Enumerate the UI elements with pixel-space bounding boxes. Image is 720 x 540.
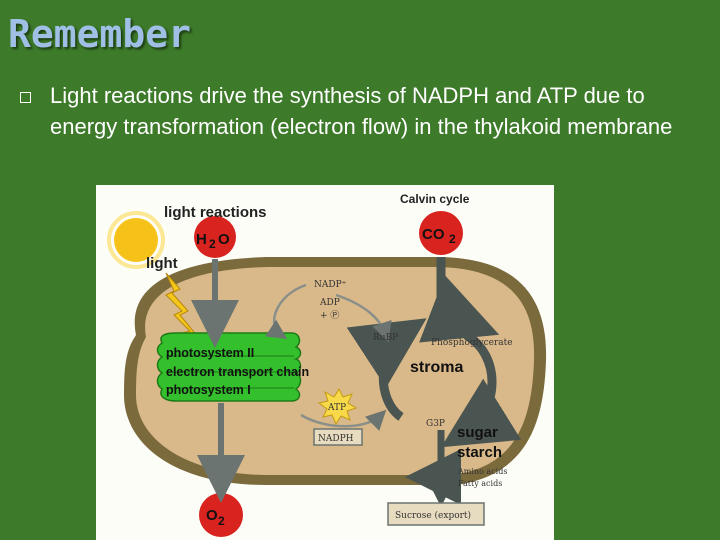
slide-title: Remember bbox=[8, 12, 192, 56]
thylakoid-stack bbox=[156, 332, 302, 402]
rubp-label: RuBP bbox=[373, 333, 398, 343]
sun-icon bbox=[114, 218, 158, 262]
sucrose-box bbox=[387, 502, 485, 526]
energy-cycle-arrow bbox=[335, 293, 392, 343]
atp-starburst-icon bbox=[317, 387, 358, 426]
co2-subscript: 2 bbox=[449, 232, 456, 246]
h2o-o: O bbox=[218, 231, 230, 248]
energy-cycle-arrow bbox=[300, 409, 387, 431]
g3p-label: G3P bbox=[426, 419, 445, 429]
sun-glow bbox=[107, 211, 165, 269]
electron-transport-chain-label: electron transport chain bbox=[166, 365, 309, 379]
co2-circle bbox=[419, 211, 463, 255]
o2-circle bbox=[199, 493, 243, 537]
o2-subscript: 2 bbox=[218, 514, 225, 528]
photosystem-ii-label: photosystem II bbox=[166, 346, 254, 360]
stroma-label: stroma bbox=[410, 359, 463, 376]
h2o-circle bbox=[194, 216, 236, 258]
starch-label: starch bbox=[457, 444, 502, 461]
nadph-box bbox=[313, 428, 363, 446]
calvin-cycle-arc bbox=[441, 331, 522, 448]
fatty-acids-label: Fatty acids bbox=[458, 479, 502, 488]
light-label: light bbox=[146, 255, 178, 272]
calvin-cycle-label: Calvin cycle bbox=[400, 192, 470, 206]
o2-o: O bbox=[206, 507, 218, 524]
nadp-label: NADP⁺ bbox=[314, 280, 347, 290]
bullet-marker bbox=[20, 92, 31, 103]
bullet-text: Light reactions drive the synthesis of N… bbox=[50, 83, 673, 139]
h2o-subscript: 2 bbox=[209, 237, 216, 251]
energy-cycle-arrow bbox=[265, 283, 307, 340]
atp-label: ATP bbox=[327, 403, 346, 413]
light-reactions-label: light reactions bbox=[164, 204, 267, 221]
chloroplast-diagram: light reactions Calvin cycle H 2 O CO 2 … bbox=[96, 185, 554, 540]
calvin-cycle-arc bbox=[346, 318, 427, 421]
phosphoglycerate-label: Phosphoglycerate bbox=[431, 338, 513, 348]
sucrose-label: Sucrose (export) bbox=[395, 510, 471, 521]
adp-label: ADP bbox=[319, 298, 340, 308]
h2o-h: H bbox=[196, 231, 207, 248]
pi-label: + Ⓟ bbox=[320, 310, 339, 321]
arrow-co2-into-cycle bbox=[419, 257, 500, 343]
co2-co: CO bbox=[422, 226, 445, 243]
sugar-label: sugar bbox=[457, 424, 498, 441]
photosystem-i-label: photosystem I bbox=[166, 383, 251, 397]
amino-acids-label: Amino acids bbox=[457, 467, 507, 476]
nadph-label: NADPH bbox=[318, 434, 354, 444]
